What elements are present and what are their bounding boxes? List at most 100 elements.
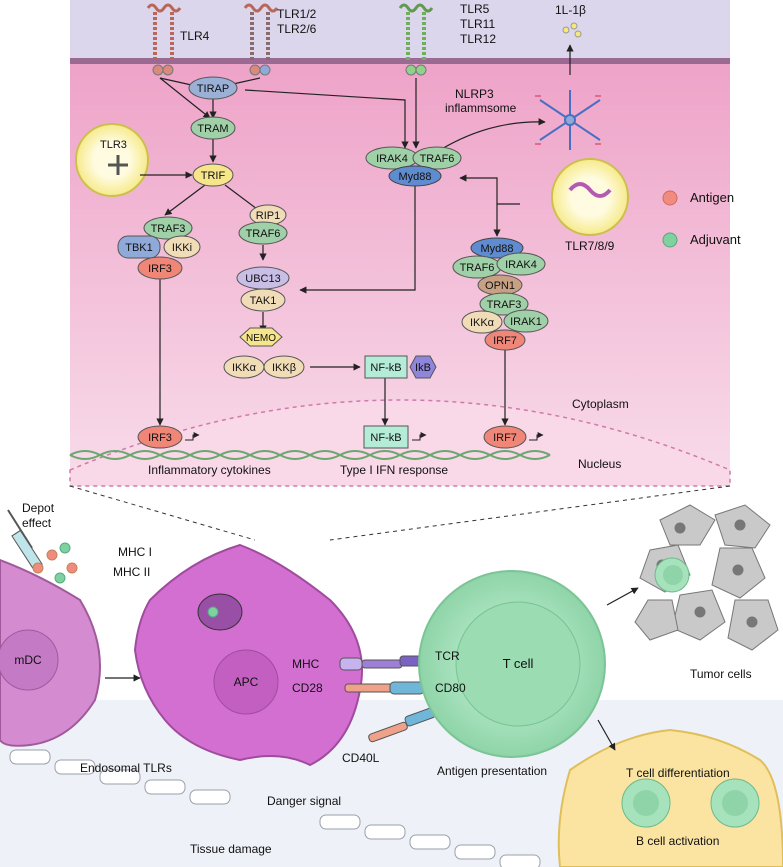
node-irak1: IRAK1 — [503, 309, 549, 333]
nlrp3-inflammasome-icon — [535, 90, 601, 150]
tcell-to-tumor-arrow — [606, 587, 639, 606]
svg-text:Myd88: Myd88 — [480, 243, 513, 255]
svg-text:NF-kB: NF-kB — [370, 432, 401, 444]
legend-antigen-label: Antigen — [690, 190, 734, 205]
antigen-presentation-label: Antigen presentation — [437, 764, 547, 778]
mdc-nucleus — [0, 629, 59, 691]
cd40l-label: CD40L — [342, 751, 380, 765]
inflammatory-cytokines-label: Inflammatory cytokines — [148, 463, 271, 477]
bcell-tcell-left-nucleus — [633, 790, 659, 816]
tissue-layer — [9, 749, 541, 867]
effect-label: effect — [22, 516, 52, 530]
tcell-to-bcell-arrow — [597, 719, 616, 751]
node-ikki: IKKi — [163, 235, 201, 259]
svg-text:IRF7: IRF7 — [493, 335, 517, 347]
svg-text:UBC13: UBC13 — [245, 273, 280, 285]
svg-text:TRAF6: TRAF6 — [420, 153, 455, 165]
zoom-line-left — [69, 485, 256, 541]
mhc-label: MHC — [292, 657, 320, 671]
node-nfkb-a: NF-kB — [364, 355, 408, 379]
svg-text:TBK1: TBK1 — [125, 242, 153, 254]
svg-text:IRF7: IRF7 — [493, 432, 517, 444]
svg-text:TRAM: TRAM — [197, 123, 228, 135]
legend-adjuvant-swatch — [662, 232, 678, 248]
svg-text:NF-kB: NF-kB — [370, 362, 401, 374]
node-irf7-a: IRF7 — [484, 329, 526, 351]
svg-text:TRAF3: TRAF3 — [151, 223, 186, 235]
node-tram: TRAM — [190, 116, 236, 140]
legend-adjuvant-label: Adjuvant — [690, 232, 741, 247]
il1b-particles-icon — [562, 22, 582, 38]
svg-text:IRF3: IRF3 — [148, 263, 172, 275]
node-ikkb: IKKβ — [263, 355, 305, 379]
node-trif: TRIF — [192, 163, 234, 187]
tlr3-receptor-icon — [108, 155, 128, 175]
svg-text:TRAF3: TRAF3 — [487, 299, 522, 311]
plasma-membrane — [70, 58, 730, 64]
node-irf3-a: IRF3 — [137, 256, 183, 280]
tlr11-label: TLR11 — [460, 17, 495, 31]
b-cell-activation-label: B cell activation — [636, 834, 719, 848]
mhc2-label: MHC II — [113, 565, 150, 579]
node-irf7-b: IRF7 — [483, 425, 544, 449]
node-nfkb-b: NF-kB — [363, 425, 427, 449]
svg-text:IKKα: IKKα — [232, 362, 257, 374]
tumor-cells-label: Tumor cells — [690, 667, 752, 681]
node-ikka-a: IKKα — [223, 355, 265, 379]
node-tbk1: TBK1 — [117, 235, 161, 259]
node-irak4-b: IRAK4 — [496, 252, 546, 276]
svg-text:IkB: IkB — [415, 362, 431, 374]
bcell-tcell-right-nucleus — [722, 790, 748, 816]
svg-text:IKKα: IKKα — [470, 317, 495, 329]
signaling-panel — [69, 0, 731, 487]
inflammsome-label: inflammsome — [445, 101, 517, 115]
node-irf3-b: IRF3 — [137, 425, 200, 449]
t-cell-label: T cell — [503, 656, 534, 671]
cd28-cd80-complex — [344, 681, 425, 695]
tlr12-receptor-icon — [243, 3, 279, 76]
svg-text:IRAK4: IRAK4 — [505, 259, 537, 271]
tlr5-label: TLR5 — [460, 2, 490, 16]
tlr5-receptor-icon — [398, 3, 434, 76]
zoom-line-right — [329, 485, 731, 541]
node-traf3-a: TRAF3 — [143, 216, 193, 240]
danger-signal-label: Danger signal — [267, 794, 341, 808]
apc-nucleus — [213, 649, 279, 715]
type1-ifn-label: Type I IFN response — [340, 463, 448, 477]
cd40-cd40l-complex — [368, 707, 436, 743]
cd80-label: CD80 — [435, 681, 466, 695]
apc-adjuvant-particle — [207, 606, 219, 618]
node-tak1: TAK1 — [240, 288, 286, 312]
tlr12-label: TLR12 — [460, 32, 496, 46]
legend-antigen-swatch — [662, 190, 678, 206]
b-cell — [557, 728, 783, 867]
node-opn1: OPN1 — [477, 274, 523, 296]
mhc1-label: MHC I — [118, 545, 152, 559]
cd28-label: CD28 — [292, 681, 323, 695]
antigen-adjuvant-particles — [19, 542, 156, 663]
tlr3-endosome — [75, 123, 149, 197]
svg-text:IRF3: IRF3 — [148, 432, 172, 444]
tlr26-label: TLR2/6 — [277, 22, 317, 36]
tlr3-label: TLR3 — [100, 139, 127, 151]
node-traf3-b: TRAF3 — [479, 292, 529, 316]
depot-label: Depot — [22, 501, 55, 515]
pathway-arrows — [140, 44, 574, 426]
svg-text:IRAK1: IRAK1 — [510, 316, 542, 328]
extracellular-region — [70, 0, 730, 58]
nlrp3-label: NLRP3 — [455, 87, 494, 101]
il1b-label: 1L-1β — [555, 3, 586, 17]
svg-text:TRIF: TRIF — [201, 170, 226, 182]
svg-text:IKKi: IKKi — [172, 242, 192, 254]
node-ikb: IkB — [409, 355, 437, 379]
node-nemo: NEMO — [239, 327, 283, 347]
tlr12-label: TLR1/2 — [277, 7, 317, 21]
svg-text:Myd88: Myd88 — [398, 171, 431, 183]
apc-label: APC — [234, 675, 259, 689]
svg-text:TRAF6: TRAF6 — [460, 262, 495, 274]
tlr789-label: TLR7/8/9 — [565, 239, 615, 253]
node-myd88-a: Myd88 — [388, 165, 442, 187]
tlr789-endosome — [551, 158, 629, 236]
